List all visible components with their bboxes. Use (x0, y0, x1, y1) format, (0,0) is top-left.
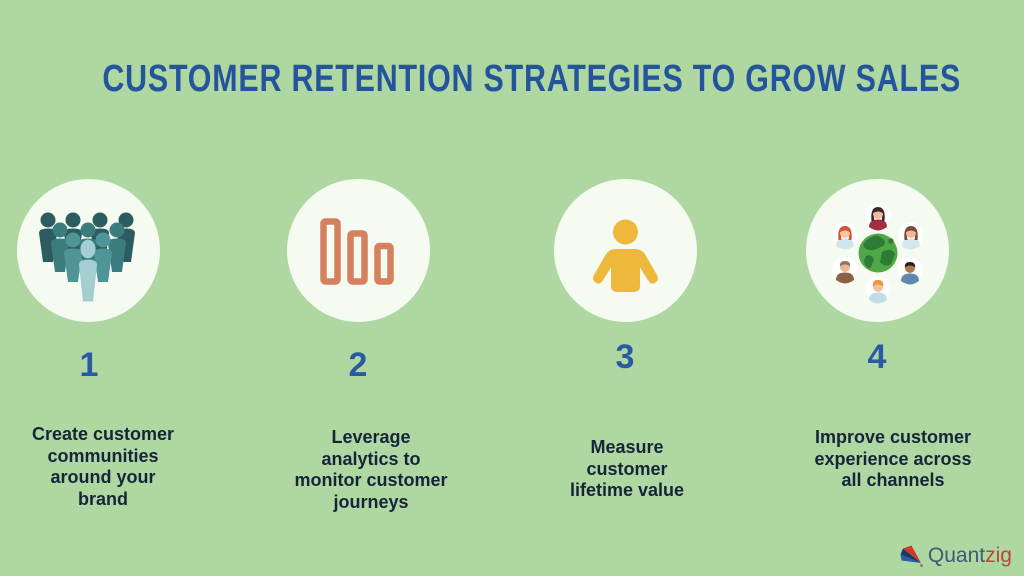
globe-people-icon (832, 203, 924, 304)
step-number-1: 1 (79, 346, 99, 384)
crowd-icon (39, 212, 135, 302)
quantzig-fan-icon (900, 545, 923, 567)
logo-text-primary: Quant (927, 544, 986, 567)
step-number-4: 4 (867, 338, 887, 376)
step-3-icon-circle (554, 179, 697, 322)
step-1-icon-circle (17, 179, 160, 322)
quantzig-logo: Quantzig (900, 544, 1012, 568)
step-2-icon-circle (287, 179, 430, 322)
step-caption-1: Create customer communities around your … (31, 424, 175, 509)
person-icon (593, 219, 658, 292)
step-caption-3: Measure customer lifetime value (569, 437, 685, 500)
step-4-icon-circle (806, 179, 949, 322)
logo-text: Quantzig (928, 544, 1012, 568)
page-title: CUSTOMER RETENTION STRATEGIES TO GROW SA… (102, 58, 962, 100)
logo-text-accent: zig (985, 544, 1012, 567)
step-caption-2: Leverage analytics to monitor customer j… (294, 427, 448, 512)
bar-chart-icon (320, 218, 394, 285)
step-number-2: 2 (348, 346, 368, 384)
step-caption-4: Improve customer experience across all c… (814, 427, 972, 490)
step-number-3: 3 (615, 338, 635, 376)
